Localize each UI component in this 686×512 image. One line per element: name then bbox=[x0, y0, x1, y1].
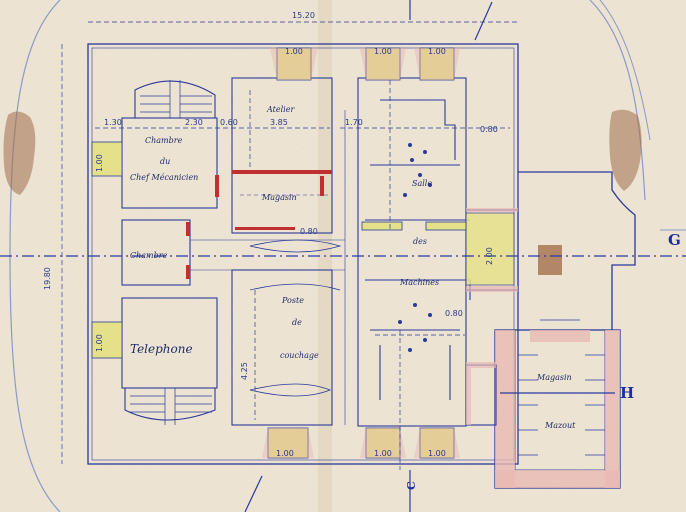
dim-window-bottom-2: 1.00 bbox=[374, 449, 392, 458]
axis-letter-h: H bbox=[620, 384, 634, 402]
machine-markers bbox=[398, 143, 432, 352]
axis-letter-c: C bbox=[405, 481, 418, 490]
dim-left-window-1: 1.00 bbox=[95, 154, 104, 172]
wall-shading bbox=[466, 208, 518, 425]
room-label-salle: Salle bbox=[412, 179, 432, 188]
dim-window-bottom-1: 1.00 bbox=[276, 449, 294, 458]
dim-atelier-w: 0.60 bbox=[220, 118, 238, 127]
room-label-chambre-chef-2: du bbox=[160, 157, 170, 166]
dim-window-top-1: 1.00 bbox=[285, 47, 303, 56]
dim-overall-width: 15.20 bbox=[292, 11, 315, 20]
room-label-poste-de: de bbox=[292, 318, 302, 327]
room-label-chambre: Chambre bbox=[130, 251, 168, 260]
window-recesses bbox=[91, 47, 515, 459]
dim-window-top-3: 1.00 bbox=[428, 47, 446, 56]
dim-left-window-2: 1.00 bbox=[95, 334, 104, 352]
room-label-poste: Poste bbox=[281, 296, 304, 305]
room-label-magasin: Magasin bbox=[261, 193, 297, 202]
dim-poste-height: 4.25 bbox=[240, 362, 249, 380]
axis-letter-g: G bbox=[668, 231, 681, 249]
dim-atelier: 3.85 bbox=[270, 118, 288, 127]
dim-left-b: 2.30 bbox=[185, 118, 203, 127]
dim-small-2: 0.80 bbox=[445, 309, 463, 318]
axis-labels: G H C bbox=[405, 231, 681, 490]
dim-overall-height: 19.80 bbox=[43, 267, 52, 290]
dim-salle-right: 0.80 bbox=[480, 125, 498, 134]
mazout-store-walls bbox=[495, 319, 620, 488]
dim-right-height: 2.00 bbox=[485, 247, 494, 265]
dim-salle-left: 1.70 bbox=[345, 118, 363, 127]
room-label-atelier: Atelier bbox=[266, 105, 295, 114]
staircase-top bbox=[140, 80, 212, 118]
staircase-bottom bbox=[130, 388, 212, 425]
room-labels: Chambre du Chef Mécanicien Chambre Telep… bbox=[130, 105, 576, 430]
dim-window-top-2: 1.00 bbox=[374, 47, 392, 56]
dim-window-bottom-3: 1.00 bbox=[428, 449, 446, 458]
room-label-magasin-right: Magasin bbox=[536, 373, 572, 382]
dimension-lines bbox=[61, 21, 518, 470]
dim-small-1: 0.80 bbox=[300, 227, 318, 236]
room-label-chambre-chef-1: Chambre bbox=[145, 136, 183, 145]
red-partitions bbox=[186, 170, 332, 279]
window-splays bbox=[262, 48, 460, 458]
room-label-mazout: Mazout bbox=[544, 421, 576, 430]
room-label-telephone: Telephone bbox=[130, 342, 193, 356]
dimension-texts: 15.20 19.80 1.30 2.30 3.85 0.60 1.70 0.8… bbox=[43, 11, 498, 458]
stain-marks bbox=[3, 109, 642, 275]
room-label-salle-des: des bbox=[413, 237, 427, 246]
room-label-chambre-chef-3: Chef Mécanicien bbox=[130, 173, 198, 182]
room-label-couchage: couchage bbox=[280, 351, 319, 360]
room-label-machines: Machines bbox=[399, 278, 439, 287]
dim-left-a: 1.30 bbox=[104, 118, 122, 127]
